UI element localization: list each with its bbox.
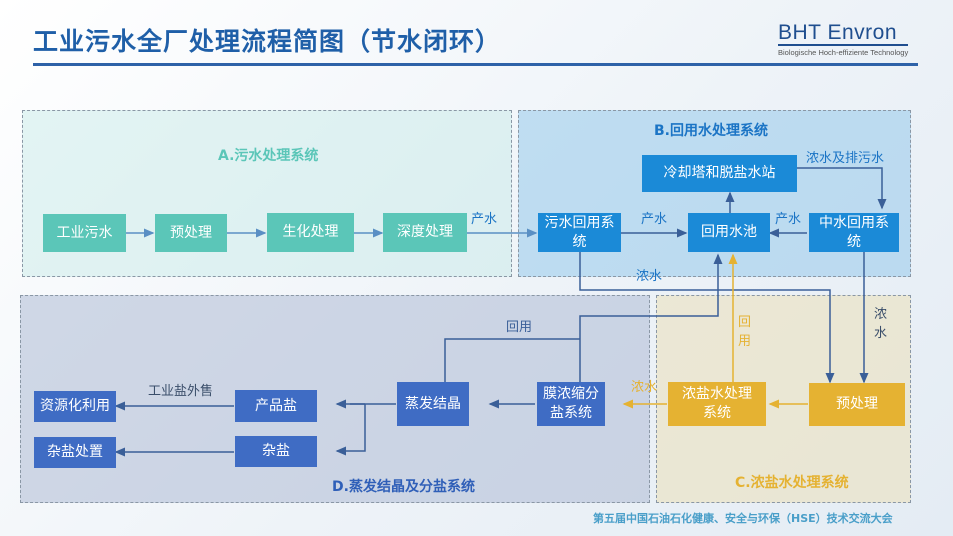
logo-text: BHT Envron — [778, 22, 909, 46]
label-middle-concentrate: 浓水 — [874, 307, 888, 341]
node-cooling-tower: 冷却塔和脱盐水站 — [642, 155, 797, 192]
panel-c-label: C.浓盐水处理系统 — [735, 475, 849, 491]
label-cooling-discharge: 浓水及排污水 — [806, 151, 885, 166]
node-reuse-pool: 回用水池 — [688, 213, 770, 252]
footer-conference: 第五届中国石油石化健康、安全与环保（HSE）技术交流大会 — [593, 512, 893, 525]
node-product-salt: 产品盐 — [235, 390, 317, 422]
label-sewage-product: 产水 — [641, 212, 668, 227]
node-biochemical: 生化处理 — [267, 213, 354, 252]
node-brine-treatment: 浓盐水处理系统 — [668, 382, 766, 426]
title-divider — [33, 63, 918, 66]
label-middle-product: 产水 — [775, 212, 802, 227]
label-b-concentrate: 浓水 — [636, 269, 663, 284]
node-sewage-reuse: 污水回用系统 — [538, 213, 621, 252]
node-salt-disposal: 杂盐处置 — [34, 437, 116, 468]
node-mixed-salt: 杂盐 — [235, 436, 317, 467]
panel-b-label: B.回用水处理系统 — [654, 123, 768, 139]
node-pretreatment-c: 预处理 — [809, 383, 905, 426]
node-advanced-treatment: 深度处理 — [383, 213, 467, 252]
node-resource-use: 资源化利用 — [34, 391, 116, 422]
node-industrial-sewage: 工业污水 — [43, 214, 126, 252]
panel-d-label: D.蒸发结晶及分盐系统 — [332, 479, 475, 495]
node-pretreatment-a: 预处理 — [155, 214, 227, 252]
node-evaporation: 蒸发结晶 — [397, 382, 469, 426]
logo: BHT Envron Biologische Hoch-effiziente T… — [778, 22, 909, 57]
logo-tagline: Biologische Hoch-effiziente Technology — [778, 48, 909, 57]
node-membrane: 膜浓缩分盐系统 — [537, 382, 605, 426]
label-d-reuse: 回用 — [506, 320, 533, 335]
label-c-concentrate: 浓水 — [631, 380, 658, 395]
label-a-product: 产水 — [471, 212, 498, 227]
label-c-reuse: 回用 — [738, 315, 752, 349]
panel-a-label: A.污水处理系统 — [218, 148, 319, 164]
page-title: 工业污水全厂处理流程简图（节水闭环） — [33, 27, 502, 56]
label-salt-sale: 工业盐外售 — [148, 384, 214, 399]
node-middle-reuse: 中水回用系统 — [809, 213, 899, 252]
